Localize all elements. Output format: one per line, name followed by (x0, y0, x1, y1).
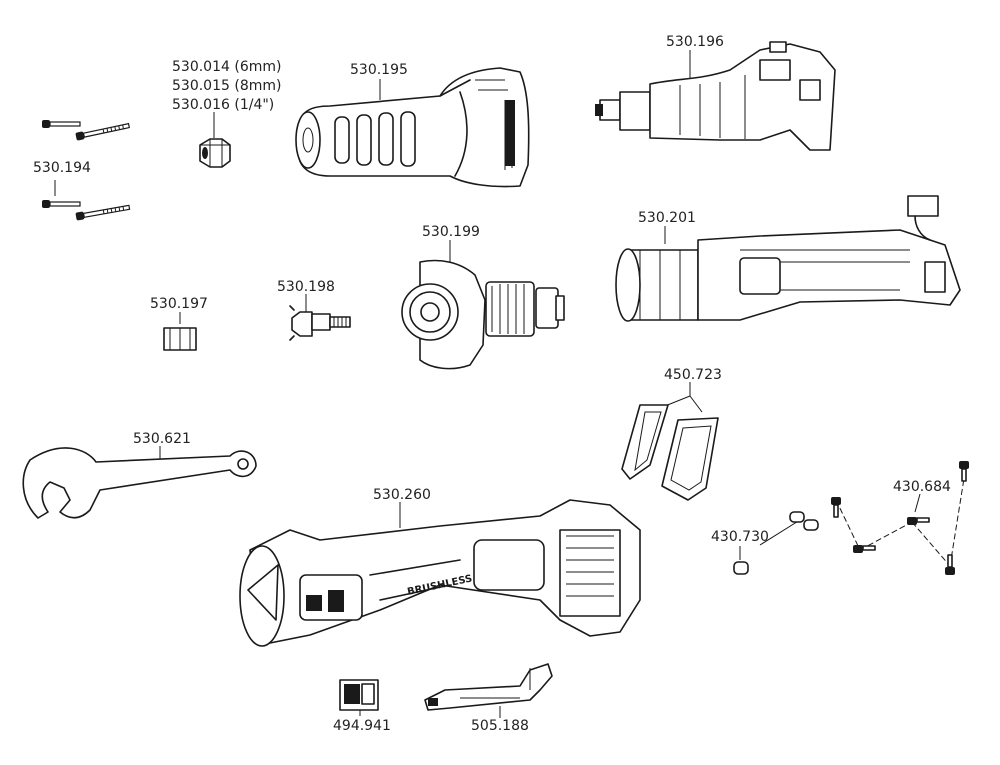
part-label-530-196: 530.196 (666, 34, 724, 50)
housing-wiring-assembly (615, 195, 961, 322)
lens-covers (621, 382, 719, 501)
part-note: (8mm) (234, 78, 282, 94)
screw (42, 200, 81, 208)
part-number: 505.188 (471, 718, 529, 734)
part-number: 530.014 (172, 59, 230, 75)
part-label-530-014: 530.014 (6mm) (172, 59, 281, 75)
part-number: 494.941 (333, 718, 391, 734)
part-number: 430.730 (711, 529, 769, 545)
clip (163, 312, 197, 351)
part-label-530-016: 530.016 (1/4") (172, 97, 274, 113)
bulbs (733, 511, 819, 575)
part-number: 530.016 (172, 97, 230, 113)
screw-set-530-194 (42, 120, 131, 221)
part-number: 530.195 (350, 62, 408, 78)
armature-assembly (401, 240, 565, 370)
front-housing (295, 67, 530, 188)
screw-set-430-684 (831, 461, 969, 575)
part-label-530-015: 530.015 (8mm) (172, 78, 281, 94)
main-tool-housing: BRUSHLESS (239, 499, 641, 647)
part-number: 430.684 (893, 479, 951, 495)
part-number: 530.199 (422, 224, 480, 240)
part-label-530-197: 530.197 (150, 296, 208, 312)
part-label-530-199: 530.199 (422, 224, 480, 240)
part-label-430-684: 430.684 (893, 479, 951, 495)
part-number: 530.015 (172, 78, 230, 94)
part-note: (6mm) (234, 59, 282, 75)
part-label-450-723: 450.723 (664, 367, 722, 383)
spindle-lock (289, 294, 351, 341)
part-number: 530.194 (33, 160, 91, 176)
part-label-530-194: 530.194 (33, 160, 91, 176)
switch (339, 679, 379, 716)
part-number: 530.198 (277, 279, 335, 295)
collet-nut (199, 112, 231, 168)
part-number: 530.201 (638, 210, 696, 226)
part-label-530-195: 530.195 (350, 62, 408, 78)
part-number: 530.621 (133, 431, 191, 447)
part-number: 530.196 (666, 34, 724, 50)
wrench (22, 446, 257, 519)
part-label-530-198: 530.198 (277, 279, 335, 295)
part-label-530-621: 530.621 (133, 431, 191, 447)
part-label-530-260: 530.260 (373, 487, 431, 503)
part-number: 530.197 (150, 296, 208, 312)
part-label-505-188: 505.188 (471, 718, 529, 734)
screw (75, 204, 131, 221)
part-note: (1/4") (234, 97, 275, 113)
screw (42, 120, 81, 128)
part-number: 530.260 (373, 487, 431, 503)
motor-housing-assembly (595, 41, 836, 151)
screw (75, 122, 131, 141)
part-number: 450.723 (664, 367, 722, 383)
part-label-430-730: 430.730 (711, 529, 769, 545)
part-label-530-201: 530.201 (638, 210, 696, 226)
part-label-494-941: 494.941 (333, 718, 391, 734)
slide-bar (424, 663, 553, 718)
